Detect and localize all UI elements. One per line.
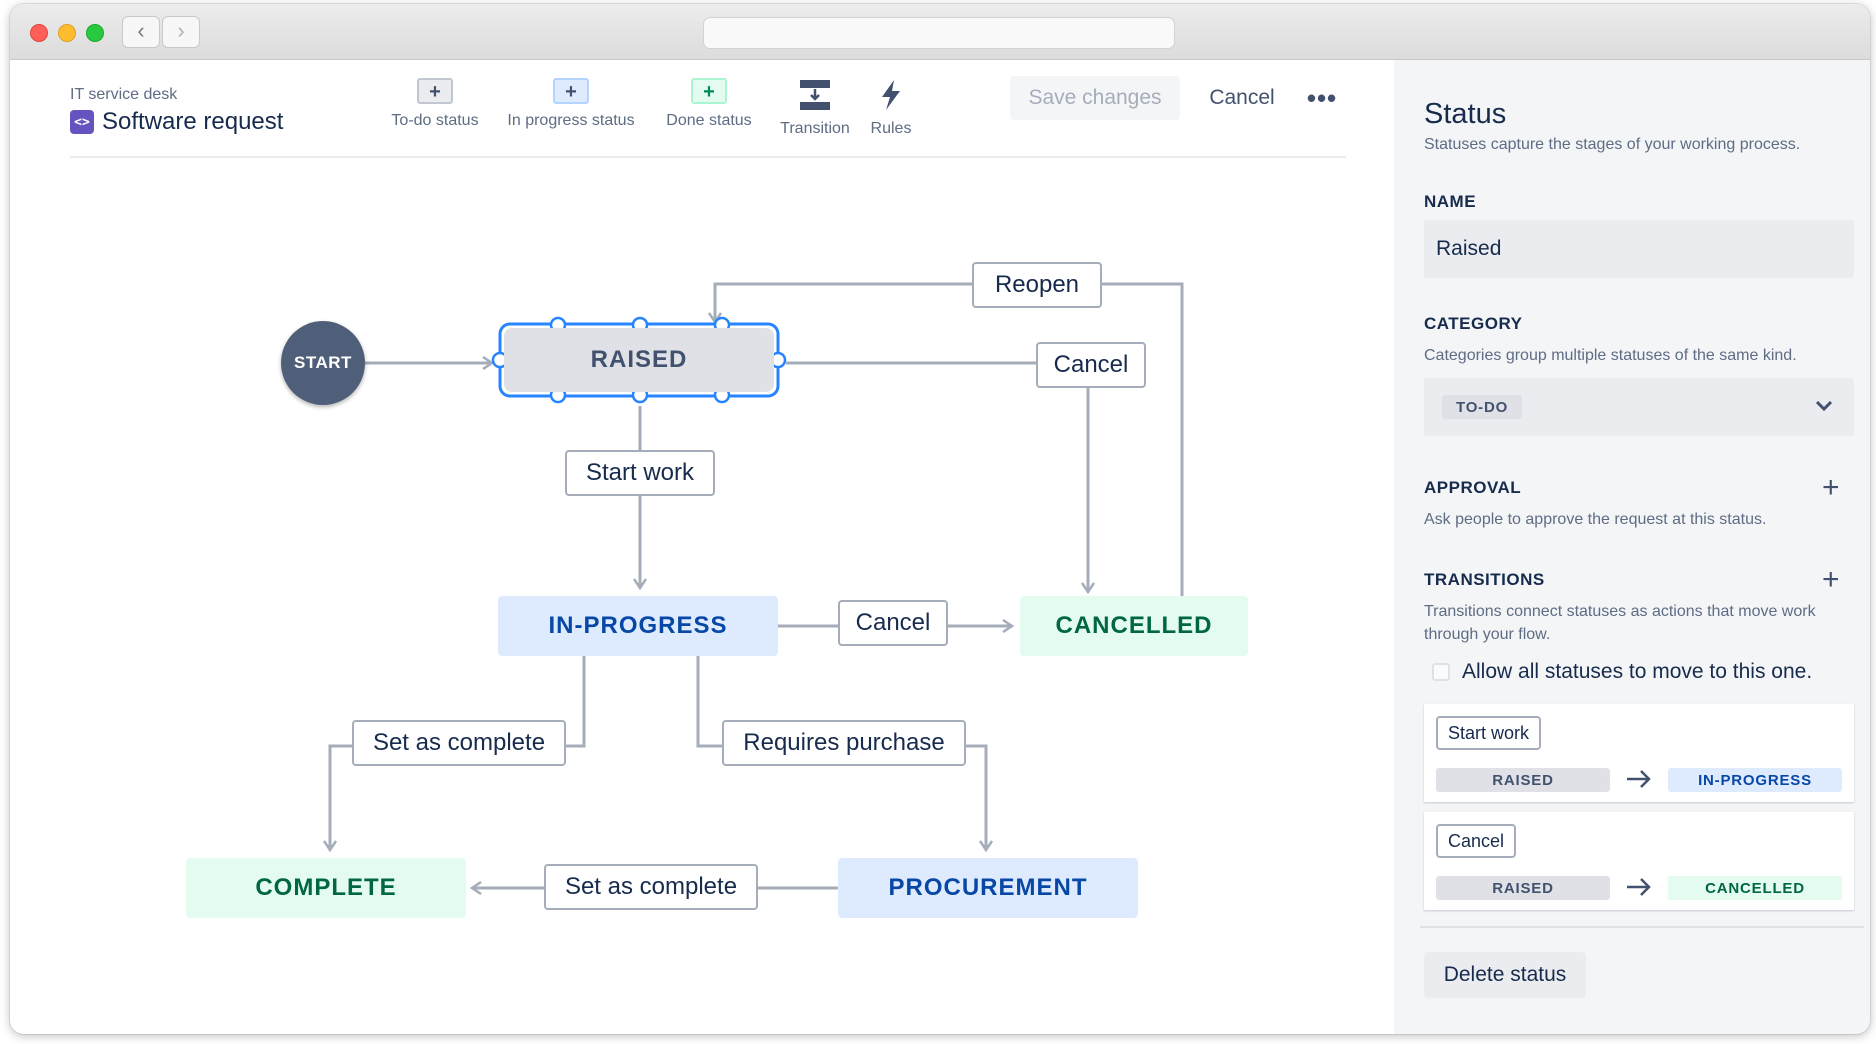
forward-button[interactable]: › (162, 16, 200, 48)
panel-divider (1420, 926, 1864, 928)
status-details-panel: Status Statuses capture the stages of yo… (1394, 60, 1870, 1034)
approval-label: APPROVAL (1424, 478, 1522, 497)
close-window-button[interactable] (30, 24, 48, 42)
transition-card[interactable]: Start work RAISED IN-PROGRESS (1424, 704, 1854, 802)
plus-icon: + (417, 78, 453, 104)
maximize-window-button[interactable] (86, 24, 104, 42)
transitions-label: TRANSITIONS (1424, 570, 1545, 589)
add-approval-button[interactable]: + (1822, 471, 1840, 504)
status-raised[interactable]: RAISED (504, 328, 774, 392)
panel-title: Status (1424, 98, 1507, 130)
category-label: CATEGORY (1424, 314, 1523, 333)
status-complete[interactable]: COMPLETE (186, 858, 466, 918)
add-todo-status-button[interactable]: + To-do status (375, 78, 495, 130)
lightning-icon (882, 80, 900, 110)
chevron-right-icon: › (177, 18, 185, 43)
category-select[interactable]: TO-DO (1424, 378, 1854, 436)
plus-icon: + (1822, 563, 1840, 596)
transition-card-name: Cancel (1436, 824, 1517, 858)
status-cancelled[interactable]: CANCELLED (1020, 596, 1248, 656)
project-type: IT service desk (70, 86, 178, 103)
status-in-progress[interactable]: IN-PROGRESS (498, 596, 778, 656)
add-transition-panel-button[interactable]: + (1822, 563, 1840, 596)
arrow-right-icon (1627, 770, 1651, 788)
transition-to-lozenge: CANCELLED (1668, 876, 1842, 900)
status-name-input[interactable]: Raised (1424, 220, 1854, 278)
transition-from-lozenge: RAISED (1436, 768, 1610, 792)
status-start[interactable]: START (281, 321, 365, 405)
header-divider (70, 156, 1346, 158)
plus-icon: + (553, 78, 589, 104)
connector-cancelled-raised (715, 282, 1184, 596)
transitions-description: Transitions connect statuses as actions … (1424, 603, 1816, 643)
arrow-right-icon (1627, 878, 1651, 896)
address-bar[interactable] (703, 17, 1175, 49)
chevron-left-icon: ‹ (137, 18, 145, 43)
rules-button[interactable]: Rules (860, 78, 922, 138)
add-in-progress-status-button[interactable]: + In progress status (500, 78, 642, 130)
transition-to-lozenge: IN-PROGRESS (1668, 768, 1842, 792)
category-description: Categories group multiple statuses of th… (1424, 347, 1797, 364)
status-procurement[interactable]: PROCUREMENT (838, 858, 1138, 918)
chevron-down-icon (1815, 400, 1833, 412)
code-icon: <> (70, 110, 94, 134)
plus-icon: + (1822, 471, 1840, 504)
transition-set-complete-procurement[interactable]: Set as complete (544, 864, 758, 910)
transition-cancel-raised[interactable]: Cancel (1036, 342, 1146, 388)
name-label: NAME (1424, 192, 1477, 211)
transition-requires-purchase[interactable]: Requires purchase (722, 720, 966, 766)
project-title: <> Software request (70, 108, 283, 136)
save-changes-button[interactable]: Save changes (1010, 76, 1180, 120)
allow-all-statuses-checkbox[interactable] (1432, 663, 1450, 681)
category-lozenge: TO-DO (1442, 395, 1523, 419)
more-icon: ••• (1306, 82, 1338, 113)
transition-from-lozenge: RAISED (1436, 876, 1610, 900)
transition-card[interactable]: Cancel RAISED CANCELLED (1424, 812, 1854, 910)
add-transition-button[interactable]: Transition (770, 78, 860, 138)
app-window: ‹ › IT service desk <> Software request … (10, 4, 1870, 1034)
panel-description: Statuses capture the stages of your work… (1424, 136, 1801, 153)
plus-icon: + (691, 78, 727, 104)
project-name: Software request (102, 108, 284, 135)
delete-status-button[interactable]: Delete status (1424, 952, 1586, 998)
approval-description: Ask people to approve the request at thi… (1424, 511, 1767, 528)
cancel-button[interactable]: Cancel (1209, 86, 1275, 109)
more-options-button[interactable]: ••• (1300, 76, 1344, 120)
transition-cancel-inprogress[interactable]: Cancel (838, 600, 948, 646)
back-button[interactable]: ‹ (122, 16, 160, 48)
transition-set-complete-inprogress[interactable]: Set as complete (352, 720, 566, 766)
window-titlebar: ‹ › (10, 4, 1870, 60)
allow-all-statuses-label: Allow all statuses to move to this one. (1462, 660, 1813, 683)
allow-all-statuses-row: Allow all statuses to move to this one. (1432, 660, 1812, 684)
transition-reopen[interactable]: Reopen (972, 262, 1102, 308)
minimize-window-button[interactable] (58, 24, 76, 42)
workflow-editor: IT service desk <> Software request + To… (10, 60, 1394, 1034)
transition-card-name: Start work (1436, 716, 1542, 750)
add-done-status-button[interactable]: + Done status (655, 78, 763, 130)
connector-raised-cancelled (786, 361, 1088, 592)
transition-start-work[interactable]: Start work (565, 450, 715, 496)
transition-icon (800, 80, 830, 110)
